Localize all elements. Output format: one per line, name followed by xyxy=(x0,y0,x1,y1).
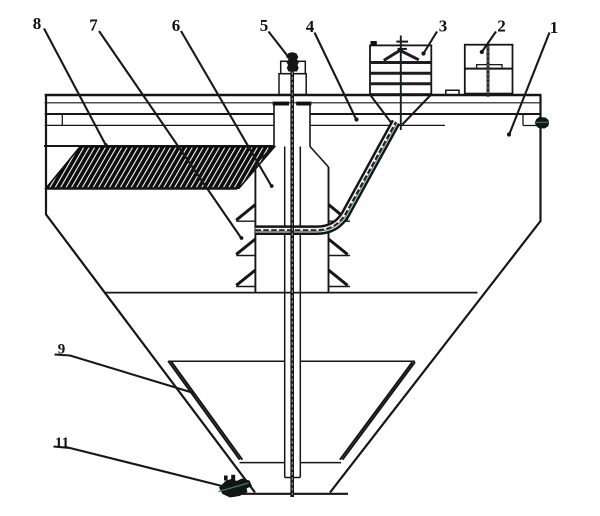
svg-text:6: 6 xyxy=(172,16,181,35)
svg-text:2: 2 xyxy=(497,17,506,36)
svg-text:9: 9 xyxy=(58,342,66,358)
svg-text:11: 11 xyxy=(55,435,69,451)
svg-text:8: 8 xyxy=(33,14,42,33)
svg-text:3: 3 xyxy=(439,17,448,36)
svg-text:4: 4 xyxy=(306,17,315,36)
svg-text:1: 1 xyxy=(550,18,559,37)
svg-text:7: 7 xyxy=(89,16,98,35)
svg-text:5: 5 xyxy=(260,16,269,35)
